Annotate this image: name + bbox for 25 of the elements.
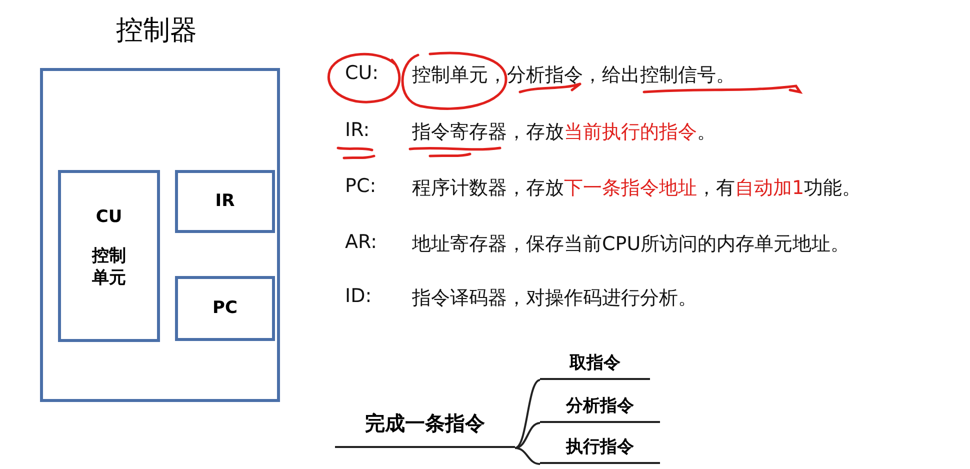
term-definition: 地址寄存器，保存当前CPU所访问的内存单元地址。 xyxy=(412,232,850,257)
branch-line xyxy=(514,379,540,449)
term-definition: 指令寄存器，存放当前执行的指令。 xyxy=(412,120,716,145)
register-box xyxy=(175,170,275,233)
term-label: AR: xyxy=(345,231,378,253)
branch-line xyxy=(514,422,540,449)
term-label: ID: xyxy=(345,285,372,307)
term-definition: 程序计数器，存放下一条指令地址，有自动加1功能。 xyxy=(412,176,862,201)
branch-line xyxy=(514,447,540,465)
term-label: IR: xyxy=(345,119,370,141)
mindmap-item: 分析指令 xyxy=(540,389,660,423)
term-definition: 控制单元，分析指令，给出控制信号。 xyxy=(412,63,735,88)
term-label: PC: xyxy=(345,175,376,197)
term-definition: 指令译码器，对操作码进行分析。 xyxy=(412,286,697,311)
mindmap-item: 执行指令 xyxy=(540,430,660,464)
box-label: IR xyxy=(215,190,235,212)
register-box xyxy=(58,170,160,342)
box-title: 控制器 xyxy=(116,14,197,48)
register-box xyxy=(175,276,275,341)
mindmap-item: 完成一条指令 xyxy=(335,400,515,448)
mindmap-item: 取指令 xyxy=(540,346,650,380)
box-description: 控制单元 xyxy=(90,246,127,289)
term-label: CU: xyxy=(345,62,379,84)
box-label: PC xyxy=(212,298,238,320)
box-label: CU xyxy=(96,207,122,228)
